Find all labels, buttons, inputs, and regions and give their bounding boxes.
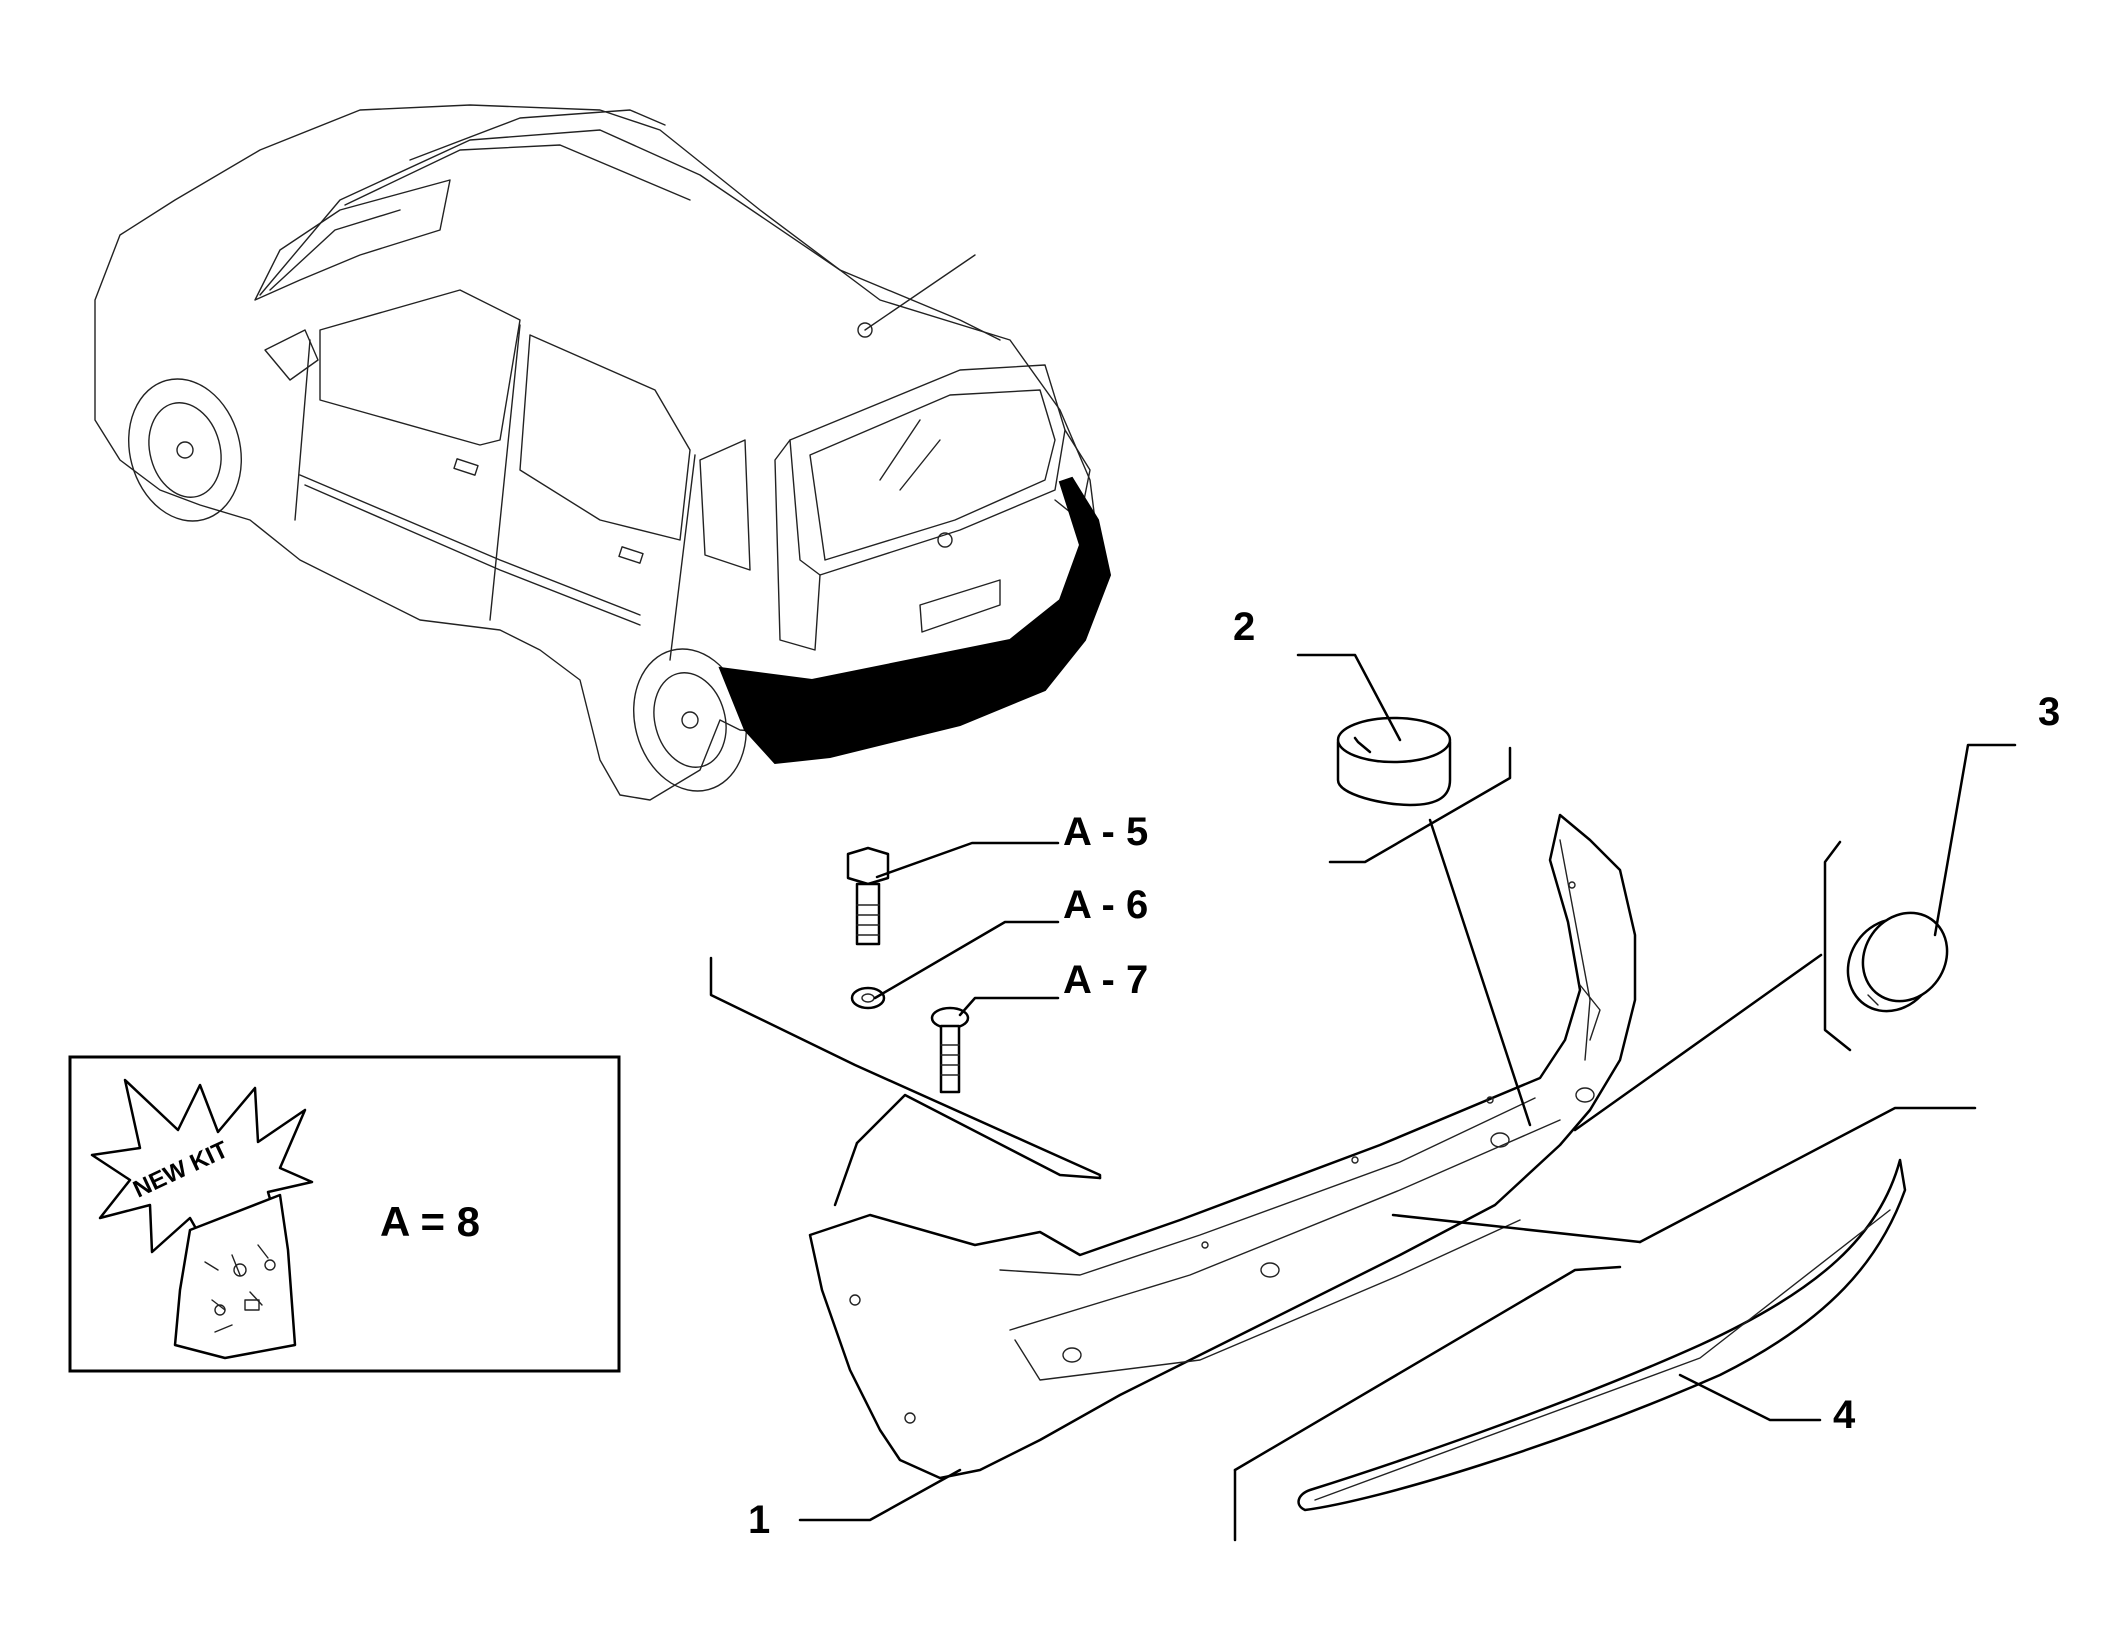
washer-icon (850, 986, 886, 1010)
cap-icon (1846, 911, 1949, 1013)
highlighted-bumper (718, 476, 1112, 765)
bolt-icon (846, 846, 890, 946)
kit-box: NEW KIT A = 8 (68, 1055, 621, 1373)
kit-bag-icon (173, 1193, 297, 1360)
trim-strip-icon (1297, 1158, 1907, 1512)
plug-icon (1336, 716, 1452, 807)
callout-a5: A - 5 (1063, 810, 1148, 854)
callout-part-3: 3 (2038, 690, 2060, 734)
leader-lines (709, 653, 2017, 1542)
kit-label: A = 8 (380, 1198, 480, 1245)
callout-a6: A - 6 (1063, 883, 1148, 927)
bumper-icon (808, 813, 1637, 1480)
callout-part-4: 4 (1833, 1393, 1856, 1437)
screw-icon (930, 1006, 970, 1094)
callout-a7: A - 7 (1063, 958, 1148, 1002)
callout-part-2: 2 (1233, 605, 1255, 649)
car-icon (94, 104, 1112, 801)
callout-part-1: 1 (748, 1498, 770, 1542)
